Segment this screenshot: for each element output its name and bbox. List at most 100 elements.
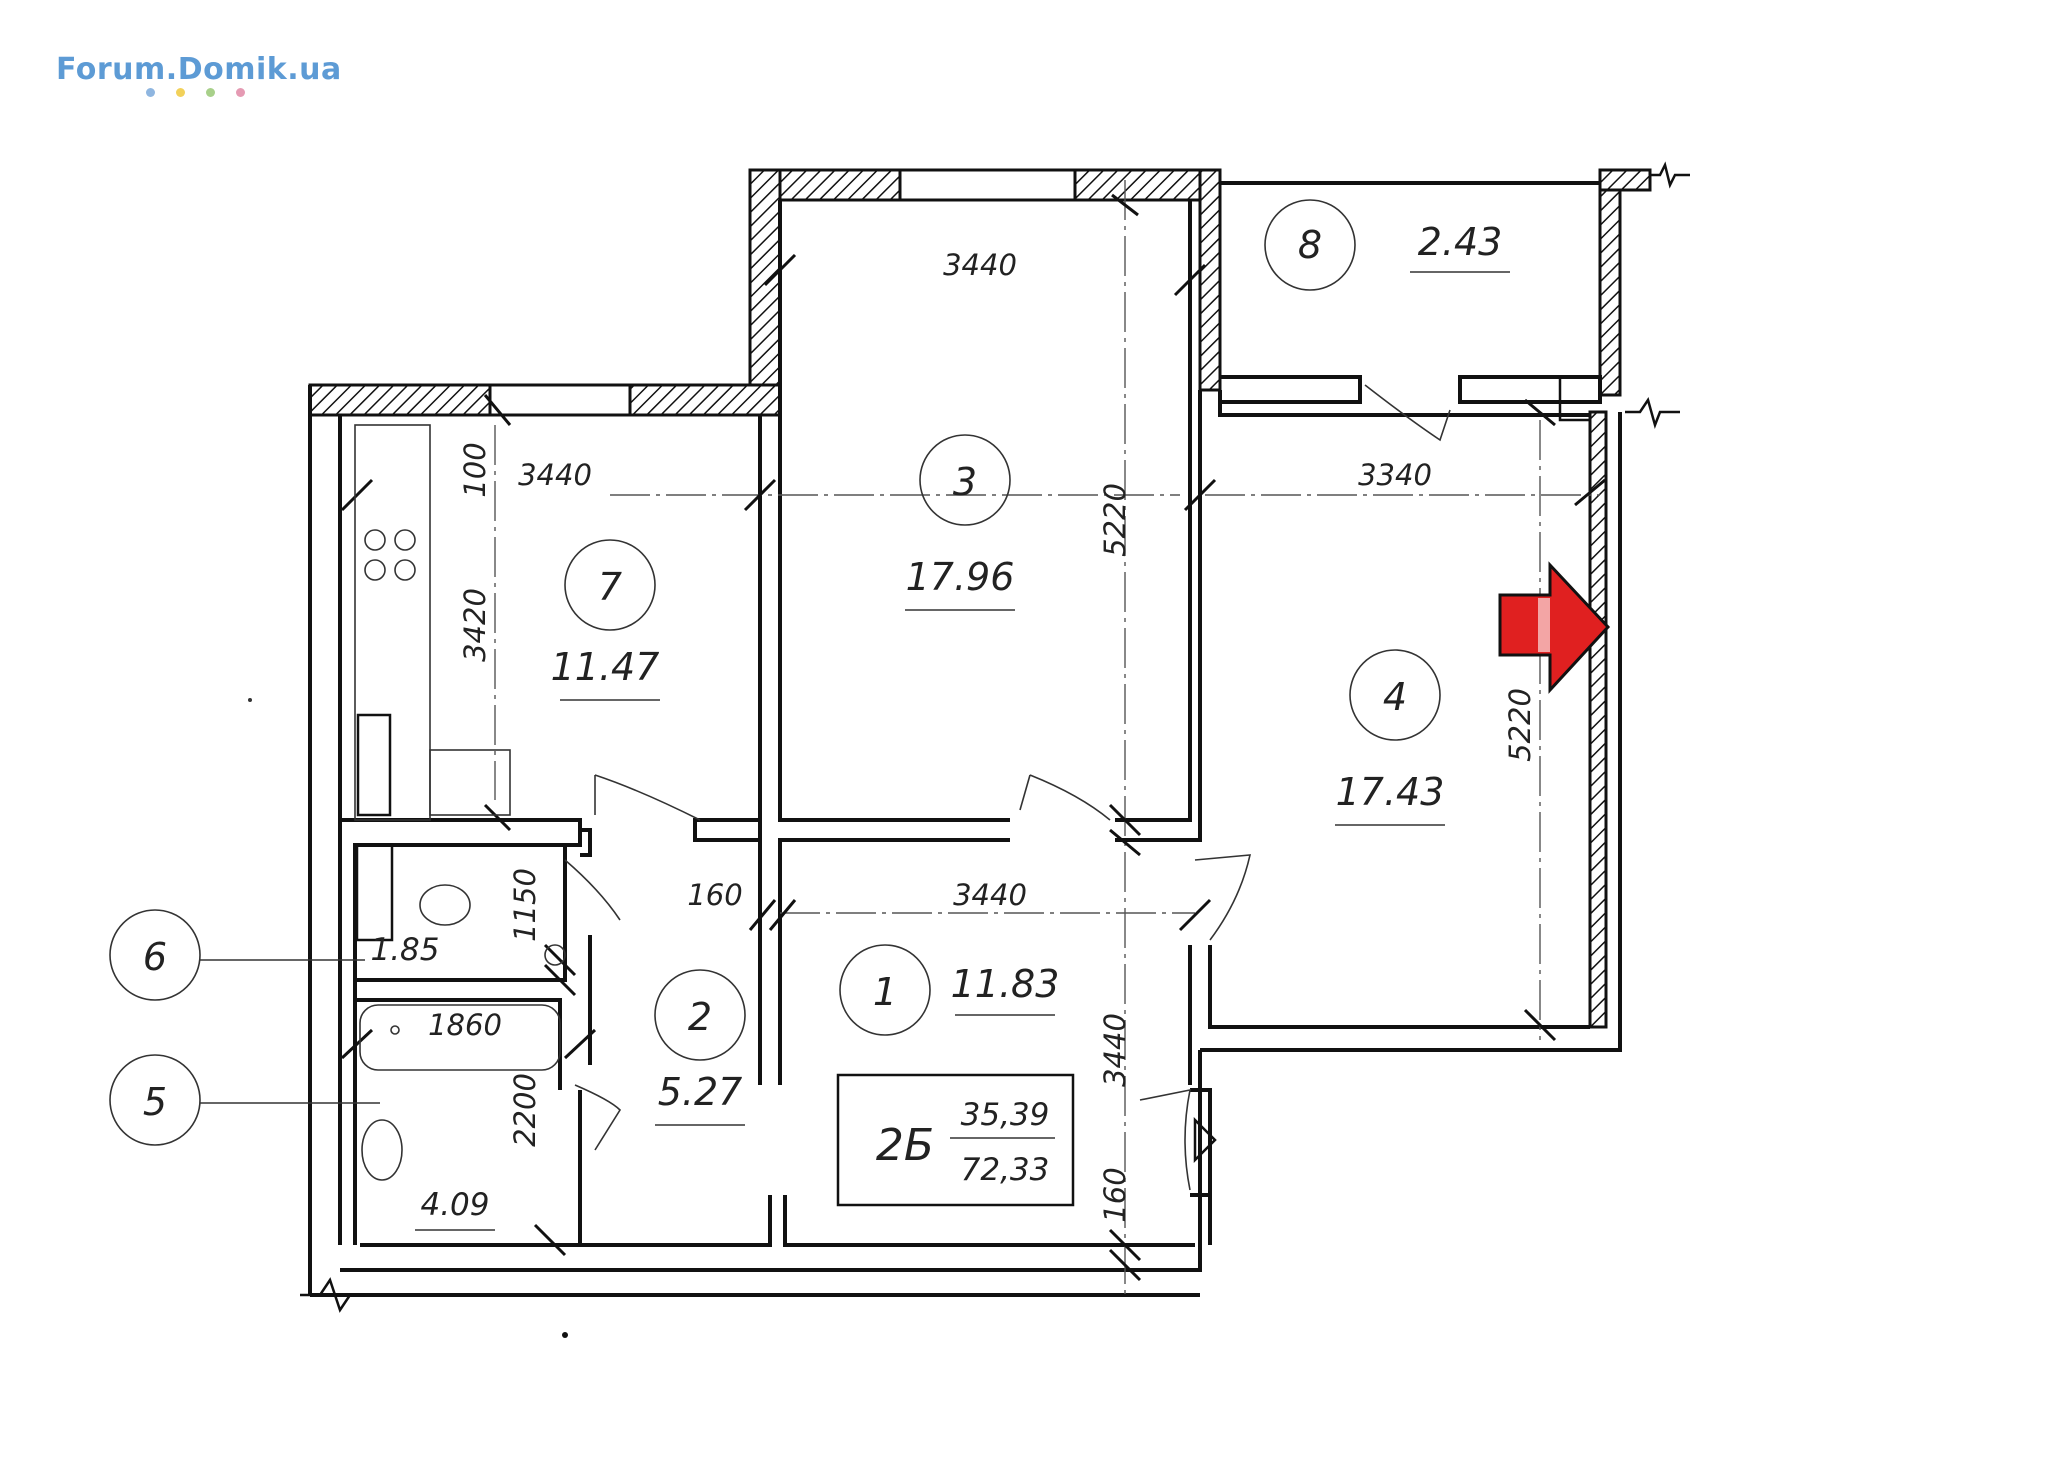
- room-number-2: 2: [688, 995, 712, 1039]
- room-number-3: 3: [953, 460, 977, 504]
- watermark-dot: [236, 88, 245, 97]
- wall-bath-right: [563, 935, 592, 1065]
- dim-room4-height: 5220: [1503, 688, 1537, 762]
- apartment-type: 2Б: [876, 1120, 934, 1171]
- sink-icon: [361, 1119, 403, 1181]
- apartment-info-box: 2Б 35,39 72,33: [836, 1073, 1075, 1207]
- room-area-1: 11.83: [951, 962, 1060, 1006]
- stove-burner: [394, 559, 416, 581]
- living-area: 35,39: [961, 1097, 1050, 1133]
- room-marker-3: [919, 434, 1011, 526]
- tick-mark: [1108, 1228, 1142, 1262]
- room-marker-8: [1264, 199, 1356, 291]
- wall-balcony: [1220, 181, 1600, 404]
- room-area-4: 17.43: [1336, 770, 1445, 814]
- window: [898, 168, 1077, 202]
- wall-bottom: [310, 1245, 1202, 1297]
- dim-room4-width: 3340: [1358, 458, 1432, 492]
- dim-wc-height: 1150: [508, 868, 542, 942]
- dimension-labels: 3440 5220 3440 100 3420 3340 5220 3440 3…: [428, 248, 1537, 1223]
- watermark-text: Forum.Domik.ua: [56, 52, 342, 87]
- door-arc: [594, 774, 701, 821]
- door-arc: [1194, 854, 1252, 941]
- wc-sink-icon: [544, 944, 566, 966]
- dim-bathtub-length: 1860: [428, 1008, 502, 1042]
- watermark-dots: [146, 88, 246, 102]
- scan-speck: [562, 1332, 568, 1338]
- wall-entry: [1190, 1088, 1212, 1245]
- tick-mark: [743, 478, 777, 512]
- window: [488, 383, 632, 417]
- room-number-1: 1: [873, 970, 897, 1014]
- dim-room3-height: 5220: [1098, 483, 1132, 557]
- stove-burner: [394, 529, 416, 551]
- wall-balcony-jamb: [1558, 375, 1590, 422]
- wall-room4: [1188, 390, 1590, 1085]
- wall-segment: [748, 168, 782, 404]
- door-arc: [564, 859, 621, 921]
- break-line: [300, 1277, 365, 1313]
- wall-segment: [1598, 168, 1622, 397]
- info-box-frame: [836, 1073, 1075, 1207]
- break-line: [1625, 397, 1680, 429]
- tick-mark: [1574, 478, 1606, 507]
- room-area-2: 5.27: [658, 1070, 743, 1114]
- door-arc: [574, 1084, 622, 1151]
- watermark-dot: [206, 88, 215, 97]
- watermark: Forum.Domik.ua: [56, 52, 342, 97]
- tick-mark: [1178, 898, 1212, 932]
- dim-room7-height: 3420: [458, 588, 492, 662]
- bathtub-drain: [390, 1025, 400, 1035]
- dim-bottom-wall: 160: [1098, 1167, 1132, 1222]
- room-area-3: 17.96: [906, 555, 1015, 599]
- wc-cistern: [355, 843, 394, 942]
- entrance-marker: [1193, 1116, 1217, 1164]
- toilet-icon: [419, 884, 471, 926]
- room-number-7: 7: [598, 565, 622, 609]
- wall-room4-outer: [1198, 412, 1622, 1245]
- room-marker-4: [1349, 649, 1441, 741]
- wall-bottom-inner: [360, 1195, 1195, 1247]
- wall-segment: [1588, 410, 1608, 1029]
- dim-room7-width: 3440: [518, 458, 592, 492]
- room-area-6: 1.85: [370, 932, 439, 968]
- tick-mark: [1108, 803, 1142, 837]
- room-marker-5: [109, 1054, 201, 1146]
- watermark-dot: [176, 88, 185, 97]
- wall-balcony-stub: [1458, 375, 1602, 404]
- dim-room1-height: 3440: [1098, 1013, 1132, 1087]
- break-line: [1650, 161, 1690, 189]
- dim-room3-width: 3440: [943, 248, 1017, 282]
- exterior-walls: [308, 168, 1652, 1029]
- room-area-8: 2.43: [1418, 220, 1503, 264]
- dimension-ticks: [340, 193, 1606, 1282]
- tick-mark: [483, 803, 512, 832]
- stove-burner: [364, 529, 386, 551]
- room-labels: 3 17.96 7 11.47 8 2.43 4 17.43 1 11.83 2…: [109, 199, 1510, 1231]
- tick-mark: [543, 943, 577, 977]
- room-number-6: 6: [143, 935, 167, 979]
- watermark-dot: [146, 88, 155, 97]
- room-number-5: 5: [143, 1080, 167, 1124]
- arrow-highlight: [1538, 598, 1550, 652]
- scan-speck: [248, 698, 252, 702]
- door-leaf: [1019, 774, 1031, 811]
- door-arc: [1139, 1088, 1192, 1191]
- dim-room7-offset: 100: [458, 442, 492, 497]
- fridge: [356, 713, 392, 817]
- tick-mark: [483, 394, 512, 426]
- tick-mark: [1173, 263, 1207, 297]
- fixtures: [354, 424, 566, 1181]
- wall-bath: [353, 980, 582, 1245]
- dim-corridor-wall: 160: [687, 878, 742, 912]
- room-area-5: 4.09: [420, 1187, 489, 1223]
- tick-mark: [340, 1028, 374, 1060]
- bathtub: [359, 1004, 561, 1071]
- kitchen-table: [429, 749, 511, 816]
- tick-mark: [1524, 398, 1556, 427]
- kitchen-counter: [354, 424, 431, 821]
- doors: [564, 384, 1451, 1191]
- tick-mark: [533, 1223, 567, 1257]
- axis-lines: [494, 180, 1600, 1300]
- tick-mark: [1183, 478, 1217, 512]
